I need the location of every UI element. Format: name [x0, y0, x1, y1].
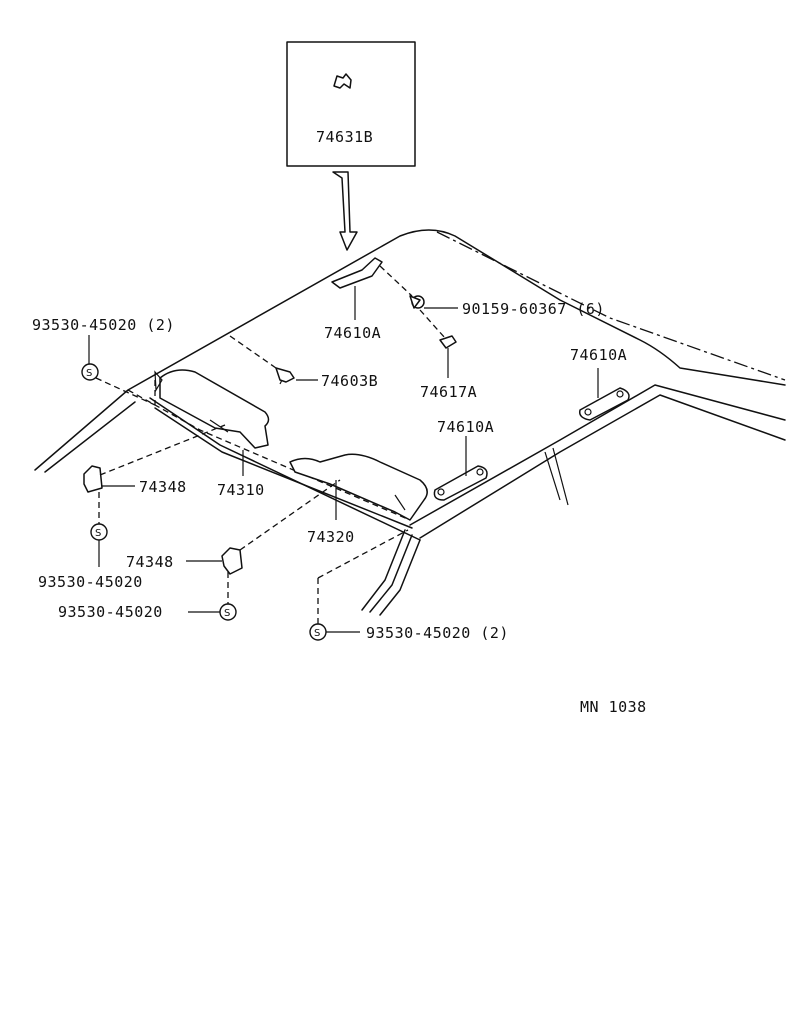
sun-visor-right: [289, 453, 428, 521]
svg-text:S: S: [314, 628, 320, 639]
label-bracket-right: 74610A: [570, 346, 627, 364]
clip-icon: [333, 73, 352, 89]
label-fastener-bottom: 93530-45020 (2): [366, 624, 509, 642]
roof-outline: [34, 229, 786, 616]
label-fastener-left-lower: 93530-45020: [38, 573, 143, 591]
svg-text:S: S: [86, 368, 92, 379]
label-fastener-mid-lower: 93530-45020: [58, 603, 163, 621]
bracket-mid: [433, 465, 488, 501]
sun-visor-left: [154, 369, 270, 449]
holder-right: [221, 547, 243, 575]
holder-left: [83, 465, 103, 493]
leader-lines: [88, 265, 599, 633]
label-fastener-top-left: 93530-45020 (2): [32, 316, 175, 334]
label-visor-right: 74320: [307, 528, 355, 546]
clip-part: [439, 335, 457, 349]
diagram-code: MN 1038: [580, 698, 647, 716]
label-holder-left: 74348: [139, 478, 187, 496]
s-symbol-mid: S: [219, 603, 237, 621]
label-bracket-mid: 74610A: [437, 418, 494, 436]
svg-text:S: S: [95, 528, 101, 539]
bracket-center: [331, 257, 383, 289]
bracket-right: [578, 387, 630, 421]
s-symbol-left: S: [90, 523, 108, 541]
label-fastener-74603b: 74603B: [321, 372, 378, 390]
label-bracket-center: 74610A: [324, 324, 381, 342]
label-screw: 90159-60367 (6): [462, 300, 605, 318]
fastener-74603b: [275, 367, 295, 385]
svg-text:S: S: [224, 608, 230, 619]
screw-part: [409, 295, 425, 309]
label-visor-left: 74310: [217, 481, 265, 499]
inset-part-label: 74631B: [316, 128, 373, 146]
s-symbol-bottom: S: [309, 623, 327, 641]
inset-box: 74631B: [286, 41, 416, 167]
callout-labels: 74610A 90159-60367 (6) 93530-45020 (2) 7…: [32, 300, 647, 716]
label-clip-center: 74617A: [420, 383, 477, 401]
arrow-inset-to-roof: [332, 171, 358, 251]
s-symbol-top-left: S: [81, 363, 99, 381]
label-holder-right: 74348: [126, 553, 174, 571]
